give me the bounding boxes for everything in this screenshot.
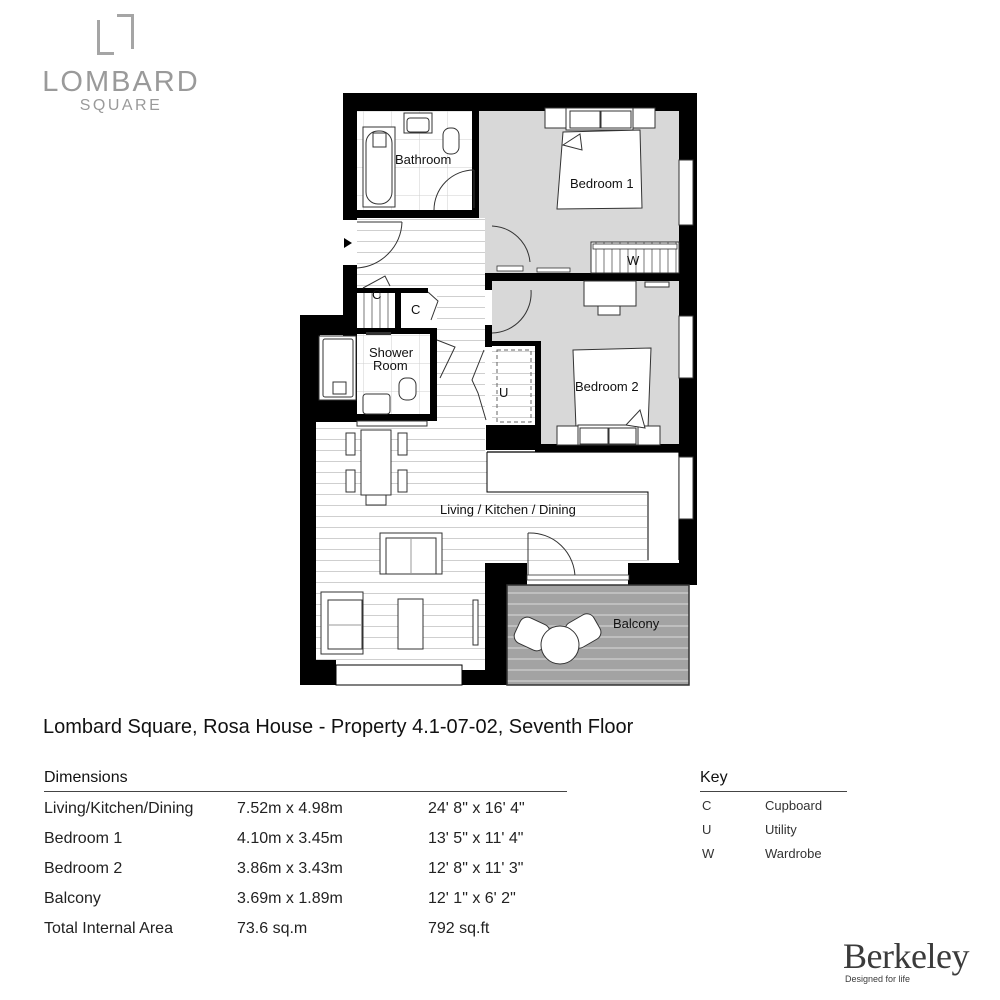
key-code: C <box>702 798 712 813</box>
tv-icon <box>472 599 479 646</box>
key-item: U Utility <box>700 816 847 840</box>
room-metric: 73.6 sq.m <box>237 920 308 937</box>
room-metric: 3.86m x 3.43m <box>237 860 343 877</box>
room-label-living: Living / Kitchen / Dining <box>440 502 576 517</box>
room-metric: 4.10m x 3.45m <box>237 830 343 847</box>
label-cupboard-2: C <box>411 302 420 317</box>
dimensions-table: Dimensions Living/Kitchen/Dining 7.52m x… <box>44 769 567 942</box>
label-cupboard-1: C <box>372 287 381 302</box>
entrance-arrow-icon <box>344 238 352 248</box>
bathroom-door-icon <box>433 169 475 211</box>
key-heading: Key <box>700 769 847 792</box>
logo-name: LOMBARD <box>42 66 200 98</box>
sink-icon <box>403 112 433 134</box>
brand-tagline: Designed for life <box>845 974 911 984</box>
entrance-door-icon <box>356 221 403 269</box>
key-label: Wardrobe <box>765 846 822 861</box>
key-code: W <box>702 846 715 861</box>
room-metric: 7.52m x 4.98m <box>237 800 343 817</box>
balcony-door-icon <box>527 532 576 579</box>
key-label: Cupboard <box>765 798 823 813</box>
floor-plan: Bathroom Bedroom 1 W C C Shower Room U B… <box>300 93 697 686</box>
table-row: Bedroom 2 3.86m x 3.43m 12' 8" x 11' 3" <box>44 852 567 882</box>
room-metric: 3.69m x 1.89m <box>237 890 343 907</box>
bath-icon <box>362 126 396 208</box>
room-label-shower: Shower <box>369 345 414 360</box>
room-label-bedroom2: Bedroom 2 <box>575 379 639 394</box>
room-imperial: 24' 8" x 16' 4" <box>428 800 525 817</box>
balcony-furniture-icon <box>513 613 602 665</box>
windows <box>678 159 694 520</box>
label-utility: U <box>499 385 508 400</box>
key-code: U <box>702 822 712 837</box>
brand-name: Berkeley <box>843 936 969 976</box>
desk-icon <box>583 280 670 316</box>
room-imperial: 792 sq.ft <box>428 920 490 937</box>
room-name: Balcony <box>44 890 101 907</box>
key-legend: Key C Cupboard U Utility W Wardrobe <box>700 769 847 864</box>
hallway-floor <box>357 218 485 288</box>
logo-mark-icon <box>97 14 145 55</box>
room-imperial: 12' 1" x 6' 2" <box>428 890 516 907</box>
dining-table-icon <box>345 420 428 506</box>
room-label-shower-2: Room <box>373 358 408 373</box>
room-name: Total Internal Area <box>44 920 173 937</box>
room-label-balcony: Balcony <box>613 616 660 631</box>
room-name: Living/Kitchen/Dining <box>44 800 194 817</box>
bed1-icon <box>544 107 656 210</box>
bedroom2-door-icon <box>491 289 532 334</box>
table-row: Living/Kitchen/Dining 7.52m x 4.98m 24' … <box>44 792 567 822</box>
logo-subtitle: SQUARE <box>79 97 163 114</box>
shower-toilet-icon <box>398 377 417 401</box>
shower-tray-icon <box>318 335 357 401</box>
key-label: Utility <box>765 822 797 837</box>
toilet-icon <box>442 127 460 155</box>
shower-sink-icon <box>362 393 391 415</box>
room-name: Bedroom 2 <box>44 860 123 877</box>
room-label-bathroom: Bathroom <box>395 152 451 167</box>
key-item: C Cupboard <box>700 792 847 816</box>
sofa-icon <box>379 532 443 575</box>
dimensions-heading: Dimensions <box>44 769 567 792</box>
room-imperial: 12' 8" x 11' 3" <box>428 860 524 877</box>
bed2-icon <box>556 347 661 446</box>
room-label-bedroom1: Bedroom 1 <box>570 176 634 191</box>
armchair-icon <box>320 591 364 655</box>
bedroom1-door-icon <box>491 225 531 263</box>
key-item: W Wardrobe <box>700 840 847 864</box>
label-wardrobe: W <box>627 253 640 268</box>
lombard-square-logo: LOMBARD SQUARE <box>40 14 202 116</box>
table-row: Total Internal Area 73.6 sq.m 792 sq.ft <box>44 912 567 942</box>
berkeley-logo: Berkeley Designed for life <box>843 938 973 985</box>
property-title: Lombard Square, Rosa House - Property 4.… <box>43 716 634 738</box>
table-row: Bedroom 1 4.10m x 3.45m 13' 5" x 11' 4" <box>44 822 567 852</box>
room-name: Bedroom 1 <box>44 830 123 847</box>
coffee-table-icon <box>397 598 424 650</box>
table-row: Balcony 3.69m x 1.89m 12' 1" x 6' 2" <box>44 882 567 912</box>
room-imperial: 13' 5" x 11' 4" <box>428 830 524 847</box>
